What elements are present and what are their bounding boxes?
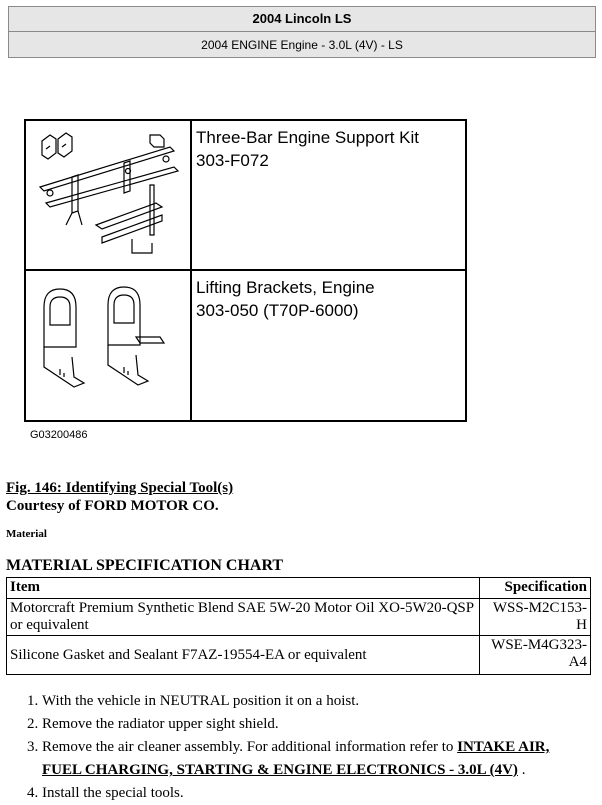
step-3: Remove the air cleaner assembly. For add… [42,736,587,782]
intake-air-reference-link[interactable]: INTAKE AIR, FUEL CHARGING, STARTING & EN… [42,739,550,778]
tool-2-name: Lifting Brackets, Engine [196,278,375,297]
tool-1-number: 303-F072 [196,151,269,170]
tool-2-number: 303-050 (T70P-6000) [196,301,359,320]
lifting-brackets-illustration [43,286,166,388]
material-specification-table: Item Specification Motorcraft Premium Sy… [6,577,591,675]
figure-code: G03200486 [30,429,88,441]
engine-subtitle: 2004 ENGINE Engine - 3.0L (4V) - LS [201,38,403,52]
procedure-steps: With the vehicle in NEUTRAL position it … [0,690,587,805]
tool-1-name: Three-Bar Engine Support Kit [196,128,420,147]
step-1: With the vehicle in NEUTRAL position it … [42,690,587,713]
document-header: 2004 Lincoln LS 2004 ENGINE Engine - 3.0… [8,6,596,58]
step-4: Install the special tools. [42,782,587,805]
table-divider [26,269,465,271]
table-header-row: Item Specification [6,577,591,599]
spec-cell: WSS-M2C153-H [479,598,591,636]
col-spec-header: Specification [479,577,591,599]
spec-cell: WSE-M4G323-A4 [479,635,591,675]
figure-caption: Fig. 146: Identifying Special Tool(s) Co… [6,479,233,515]
step-3-end: . [517,762,526,778]
table-row: Motorcraft Premium Synthetic Blend SAE 5… [6,598,591,636]
material-label: Material [6,528,47,540]
figure-courtesy: Courtesy of FORD MOTOR CO. [6,498,219,514]
col-item-header: Item [6,577,480,599]
engine-support-kit-illustration [38,132,180,254]
vehicle-title: 2004 Lincoln LS [9,7,595,32]
special-tools-figure: Three-Bar Engine Support Kit 303-F072 Li… [24,119,467,422]
tool-2-text: Lifting Brackets, Engine 303-050 (T70P-6… [196,276,375,322]
tool-1-text: Three-Bar Engine Support Kit 303-F072 [196,126,419,172]
item-cell: Silicone Gasket and Sealant F7AZ-19554-E… [6,635,480,675]
figure-title: Fig. 146: Identifying Special Tool(s) [6,480,234,496]
table-row: Silicone Gasket and Sealant F7AZ-19554-E… [6,635,591,675]
item-cell: Motorcraft Premium Synthetic Blend SAE 5… [6,598,480,636]
step-3-text: Remove the air cleaner assembly. For add… [42,739,458,755]
step-2: Remove the radiator upper sight shield. [42,713,587,736]
chart-title: MATERIAL SPECIFICATION CHART [6,557,284,574]
